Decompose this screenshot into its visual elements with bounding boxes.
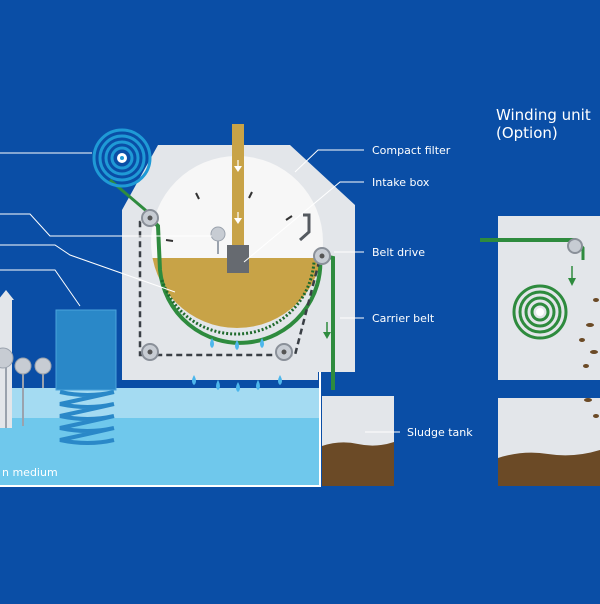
carrier-belt	[148, 216, 335, 390]
winding-unit	[472, 195, 600, 495]
belt-return-path	[138, 216, 322, 357]
winding-unit-title-line1: Winding unit	[496, 106, 591, 124]
label-compact-filter: Compact filter	[372, 144, 451, 157]
clean-medium-tank	[0, 372, 321, 487]
winding-roll	[512, 284, 568, 340]
label-sludge-tank: Sludge tank	[407, 426, 473, 439]
fleece-roll	[92, 128, 152, 188]
cooling-coil	[59, 390, 115, 445]
left-leader-lines	[0, 152, 212, 307]
label-intake-box: Intake box	[372, 176, 430, 189]
right-leader-lines	[243, 149, 400, 433]
filter-drum	[151, 124, 323, 328]
label-carrier-belt: Carrier belt	[372, 312, 435, 325]
level-sensors	[0, 290, 52, 428]
sludge-tank	[322, 396, 394, 486]
belt-direction-arrow	[323, 332, 331, 339]
winding-unit-title: Winding unit (Option)	[496, 106, 591, 142]
cooling-unit	[55, 309, 117, 445]
label-belt-drive: Belt drive	[372, 246, 426, 259]
belt-rollers	[141, 209, 331, 361]
label-clean-medium: n medium	[2, 466, 58, 479]
winding-unit-title-line2: (Option)	[496, 124, 558, 142]
filtrate-drops	[192, 338, 282, 392]
